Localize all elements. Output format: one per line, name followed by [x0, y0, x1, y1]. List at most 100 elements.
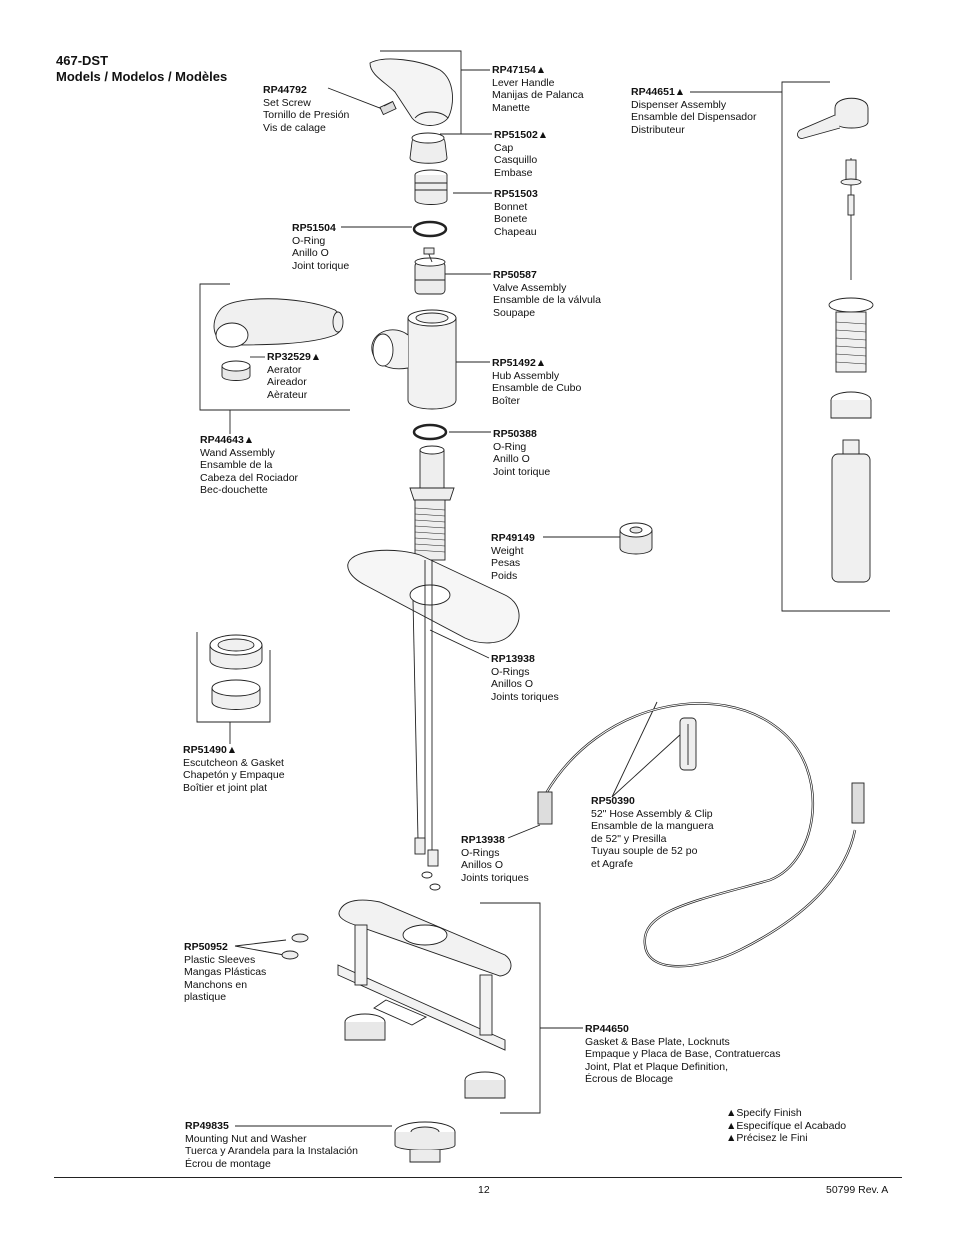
- document-number: 50799 Rev. A: [826, 1184, 889, 1196]
- part-number: RP44792: [263, 84, 307, 96]
- oring-upper: [412, 220, 448, 238]
- part-description-line: Aerator: [267, 363, 302, 376]
- models-subtitle: Models / Modelos / Modèles: [56, 69, 228, 84]
- oring-lower: [412, 423, 448, 441]
- part-number: RP49149: [491, 532, 535, 544]
- part-number: RP13938: [491, 653, 535, 665]
- part-description-line: Joint, Plat et Plaque Definition,: [585, 1060, 729, 1073]
- part-description-line: Joint torique: [493, 465, 551, 478]
- part-number: RP51492▲: [492, 357, 547, 369]
- part-description-line: O-Ring: [292, 234, 326, 247]
- part-description-line: Tuyau souple de 52 po: [591, 845, 698, 857]
- part-number: RP32529▲: [267, 351, 322, 363]
- plastic-sleeve-1: [291, 933, 309, 943]
- part-description-line: Bonnet: [494, 200, 528, 213]
- part-number: RP13938: [461, 834, 505, 846]
- part-description-line: Poids: [491, 569, 518, 582]
- part-description-line: Plastic Sleeves: [184, 953, 256, 966]
- part-description-line: Aèrateur: [267, 388, 308, 401]
- part-description-line: O-Rings: [491, 665, 530, 678]
- part-description-line: Wand Assembly: [200, 446, 275, 459]
- locknut-left: [344, 1013, 386, 1041]
- part-description-line: Bec-douchette: [200, 484, 268, 496]
- part-number: RP51503: [494, 188, 538, 200]
- part-description-line: Weight: [491, 544, 524, 557]
- part-description-line: Manette: [492, 101, 530, 114]
- part-description-line: Joints toriques: [461, 871, 529, 884]
- part-description-line: Distributeur: [631, 123, 685, 136]
- part-description-line: Vis de calage: [263, 121, 326, 134]
- page-number: 12: [478, 1184, 490, 1196]
- part-number: RP51502▲: [494, 129, 549, 141]
- part-description-line: Casquillo: [494, 154, 538, 166]
- part-number: RP51490▲: [183, 744, 238, 756]
- part-description-line: Mounting Nut and Washer: [185, 1132, 307, 1145]
- part-description-line: Joint torique: [292, 259, 350, 272]
- part-description-line: Aireador: [267, 376, 307, 388]
- part-description-line: Chapeau: [494, 225, 537, 238]
- wand-assembly: [213, 298, 344, 348]
- part-description-line: Boîter: [492, 394, 521, 407]
- part-description-line: Ensamble de Cubo: [492, 382, 582, 394]
- part-description-line: Chapetón y Empaque: [183, 769, 285, 781]
- finish-note-en: ▲Specify Finish: [726, 1107, 802, 1119]
- part-description-line: Gasket & Base Plate, Locknuts: [585, 1035, 730, 1048]
- hose-weight: [619, 522, 653, 555]
- part-description-line: Hub Assembly: [492, 369, 560, 382]
- part-description-line: Écrous de Blocage: [585, 1073, 674, 1085]
- part-description-line: Manijas de Palanca: [492, 89, 584, 101]
- bonnet: [414, 169, 448, 205]
- part-description-line: Ensamble de la válvula: [493, 294, 601, 306]
- oring-tube-2: [429, 883, 441, 891]
- part-number: RP50388: [493, 428, 537, 440]
- part-number: RP47154▲: [492, 64, 547, 76]
- supply-tubes: [412, 560, 439, 867]
- part-description-line: Soupape: [493, 306, 536, 319]
- callout-brackets: [196, 50, 890, 1114]
- part-number: RP50952: [184, 941, 228, 953]
- aerator: [221, 360, 251, 381]
- part-number: RP50587: [493, 269, 537, 281]
- part-description-line: Mangas Plásticas: [184, 966, 267, 978]
- dispenser-assembly: [797, 97, 874, 583]
- part-description-line: de 52" y Presilla: [591, 832, 667, 845]
- hub-shank: [409, 445, 455, 561]
- lever-handle: [369, 58, 453, 126]
- deck-escutcheon: [347, 549, 520, 644]
- finish-note: ▲Specify Finish ▲Especifíque el Acabado …: [726, 1107, 846, 1145]
- part-description-line: Escutcheon & Gasket: [183, 756, 284, 769]
- part-description-line: Boîtier et joint plat: [183, 781, 268, 794]
- part-description-line: Ensamble de la: [200, 459, 273, 471]
- part-description-line: O-Ring: [493, 440, 527, 453]
- part-description-line: Cap: [494, 141, 514, 154]
- plastic-sleeve-2: [281, 950, 299, 960]
- part-description-line: O-Rings: [461, 846, 500, 859]
- hub-assembly: [371, 309, 457, 410]
- cap: [409, 132, 448, 164]
- part-description-line: Cabeza del Rociador: [200, 471, 299, 484]
- part-number: RP49835: [185, 1120, 229, 1132]
- part-number: RP44643▲: [200, 434, 255, 446]
- part-description-line: et Agrafe: [591, 857, 634, 870]
- part-description-line: Tornillo de Presión: [263, 109, 350, 121]
- part-description-line: Pesas: [491, 557, 521, 569]
- part-description-line: Ensamble del Dispensador: [631, 111, 757, 123]
- part-description-line: Écrou de montage: [185, 1157, 271, 1170]
- part-description-line: Lever Handle: [492, 76, 555, 89]
- part-number: RP44651▲: [631, 86, 686, 98]
- base-plate: [337, 899, 512, 1051]
- valve-assembly: [414, 247, 446, 295]
